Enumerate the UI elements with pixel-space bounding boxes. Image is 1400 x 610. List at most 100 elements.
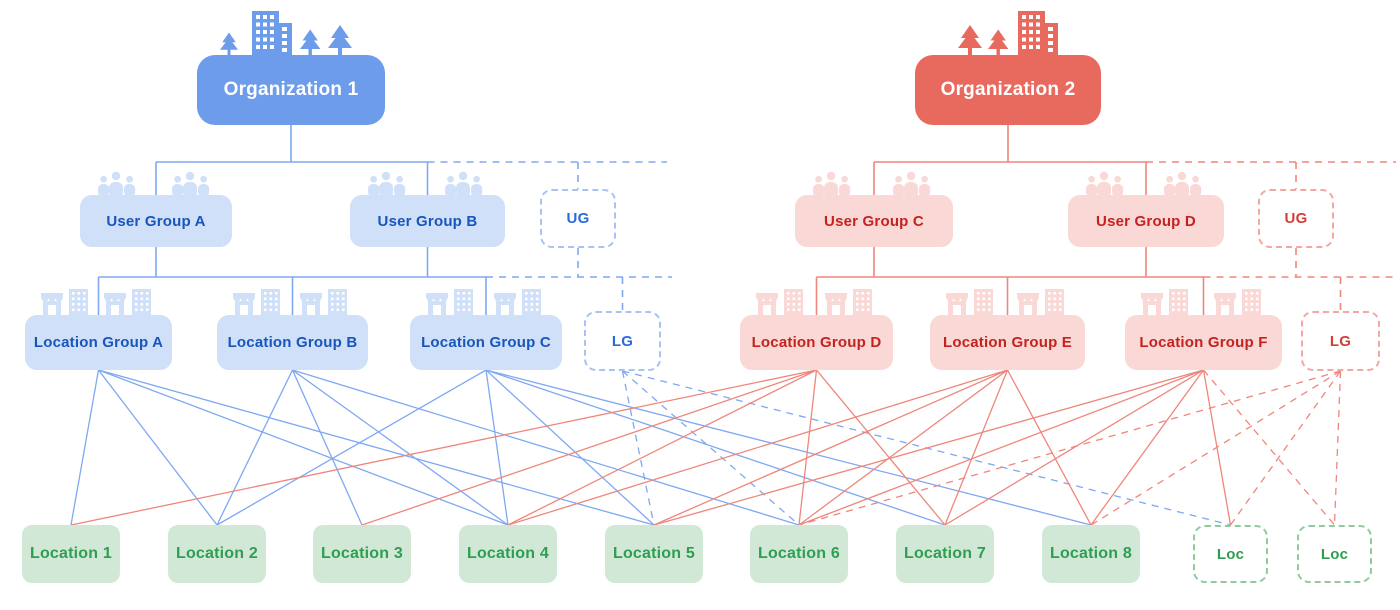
group-location-link xyxy=(621,370,655,526)
shops-icon xyxy=(217,289,368,317)
storefront-icon xyxy=(756,293,778,315)
group-location-link xyxy=(798,370,1341,526)
group-location-link xyxy=(653,369,1008,526)
people-group-icon xyxy=(80,169,232,197)
storefront-icon xyxy=(426,293,448,315)
group-location-link xyxy=(944,369,1204,526)
people-icon xyxy=(98,171,136,197)
building-icon xyxy=(328,289,347,315)
node-ug-ugdr: UG xyxy=(1258,189,1334,248)
group-location-link xyxy=(1006,369,1092,526)
node-label: Loc xyxy=(1320,545,1349,563)
node-label: Location Group A xyxy=(33,334,164,351)
node-label: Location Group D xyxy=(751,334,882,351)
storefront-icon xyxy=(41,293,63,315)
building-icon xyxy=(261,289,280,315)
node-label: Loc xyxy=(1216,545,1245,563)
group-location-link xyxy=(622,370,800,526)
node-label: UG xyxy=(1284,210,1308,227)
people-icon xyxy=(172,171,210,197)
group-location-link xyxy=(97,369,218,526)
shops-icon xyxy=(740,289,893,317)
building-icon xyxy=(69,289,88,315)
node-label: Location 2 xyxy=(175,545,258,562)
group-location-link xyxy=(292,369,800,526)
city-icon xyxy=(192,8,390,55)
node-location-group-f-lgf: Location Group F xyxy=(1125,315,1282,370)
group-location-link xyxy=(798,369,1008,526)
node-location-group-e-lge: Location Group E xyxy=(930,315,1085,370)
node-location-6-l6: Location 6 xyxy=(750,525,848,583)
group-location-link xyxy=(216,369,294,526)
node-label: Location 3 xyxy=(320,545,403,562)
node-location-2-l2: Location 2 xyxy=(168,525,266,583)
group-location-link xyxy=(361,369,817,526)
node-user-group-c-ugc: User Group C xyxy=(795,195,953,247)
node-user-group-a-uga: User Group A xyxy=(80,195,232,247)
group-location-link xyxy=(98,369,655,526)
building-icon xyxy=(1018,11,1058,55)
storefront-icon xyxy=(1017,293,1039,315)
node-label: User Group D xyxy=(1096,212,1196,230)
node-label: Location 6 xyxy=(757,545,840,562)
group-location-link xyxy=(798,369,818,526)
group-location-link xyxy=(1203,369,1335,526)
group-location-link xyxy=(485,369,946,526)
group-location-link xyxy=(485,369,655,526)
group-location-link xyxy=(1090,370,1341,526)
storefront-icon xyxy=(1214,293,1236,315)
building-icon xyxy=(454,289,473,315)
node-label: Organization 1 xyxy=(223,79,359,100)
group-location-link xyxy=(216,369,487,526)
group-location-link xyxy=(1090,369,1205,526)
tree-icon xyxy=(300,29,321,55)
city-icon xyxy=(910,8,1106,55)
node-organization-2-org2: Organization 2 xyxy=(915,55,1101,125)
node-label: Location Group B xyxy=(227,334,358,351)
group-location-link xyxy=(815,369,946,526)
node-location-4-l4: Location 4 xyxy=(459,525,557,583)
group-location-link xyxy=(1333,370,1342,526)
group-location-link xyxy=(507,369,817,526)
building-icon xyxy=(784,289,803,315)
node-label: LG xyxy=(611,332,634,350)
node-lg-lgdb: LG xyxy=(584,311,661,371)
node-loc-loc2: Loc xyxy=(1297,525,1372,583)
people-group-icon xyxy=(1068,169,1224,197)
storefront-icon xyxy=(300,293,322,315)
storefront-icon xyxy=(494,293,516,315)
node-label: Location 7 xyxy=(903,545,986,562)
people-icon xyxy=(893,171,931,197)
building-icon xyxy=(1045,289,1064,315)
tree-icon xyxy=(328,25,352,55)
node-label: Organization 2 xyxy=(940,79,1076,100)
building-icon xyxy=(853,289,872,315)
group-location-link xyxy=(291,369,363,526)
building-icon xyxy=(974,289,993,315)
group-location-link xyxy=(70,369,100,526)
tree-icon xyxy=(988,29,1009,55)
group-location-link xyxy=(507,369,1008,526)
building-icon xyxy=(132,289,151,315)
node-user-group-d-ugd: User Group D xyxy=(1068,195,1224,247)
building-icon xyxy=(1242,289,1261,315)
node-label: User Group C xyxy=(824,212,924,230)
node-location-7-l7: Location 7 xyxy=(896,525,994,583)
storefront-icon xyxy=(1141,293,1163,315)
node-label: Location Group C xyxy=(421,334,551,351)
people-icon xyxy=(1086,171,1124,197)
people-icon xyxy=(445,171,483,197)
node-label: User Group B xyxy=(377,212,478,230)
node-ug-ugdb: UG xyxy=(540,189,616,248)
shops-icon xyxy=(930,289,1085,317)
people-group-icon xyxy=(350,169,505,197)
building-icon xyxy=(1169,289,1188,315)
node-location-group-b-lgb: Location Group B xyxy=(217,315,368,370)
node-label: Location 8 xyxy=(1049,545,1132,562)
node-label: UG xyxy=(566,210,590,227)
group-location-link xyxy=(653,369,1204,526)
group-location-link xyxy=(485,369,509,526)
node-location-1-l1: Location 1 xyxy=(22,525,120,583)
